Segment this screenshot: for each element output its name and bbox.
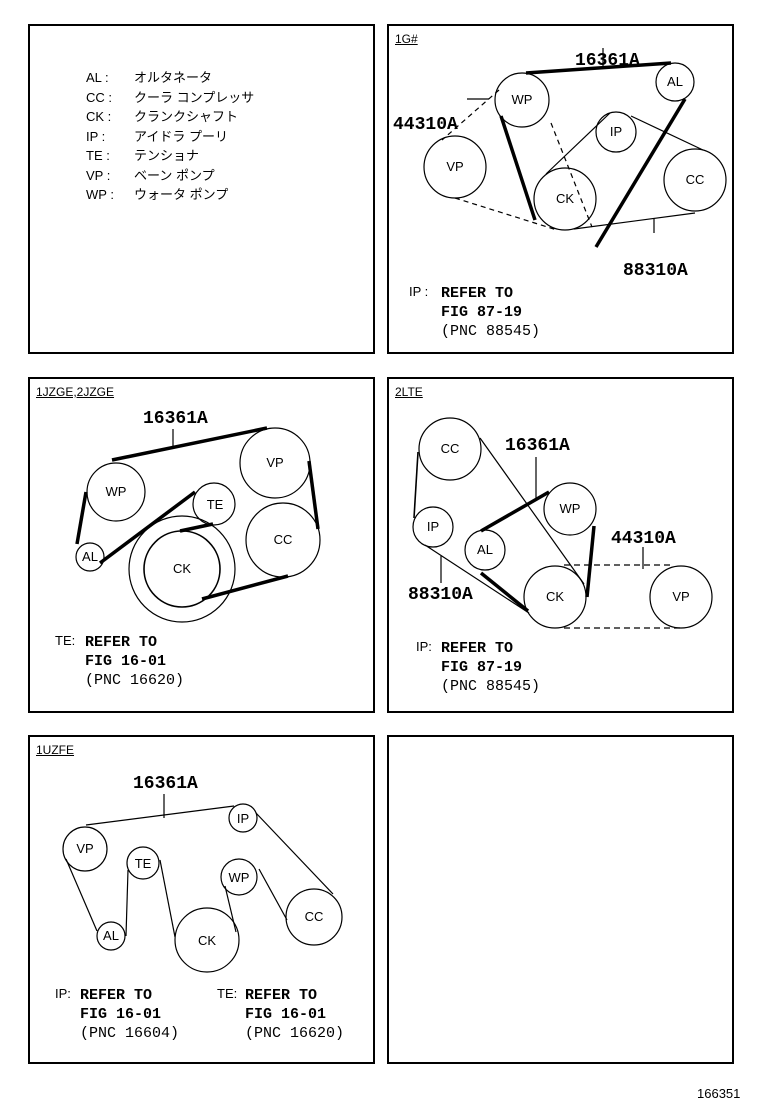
pulley-label-wp: WP xyxy=(512,92,533,107)
pulley-label-te: TE xyxy=(135,856,152,871)
note-line: FIG 16-01 xyxy=(85,653,166,670)
legend-item: CC :クーラ コンプレッサ xyxy=(86,89,255,105)
pulley-label-al: AL xyxy=(82,549,98,564)
svg-text:IP:: IP: xyxy=(416,639,432,654)
legend-item: IP :アイドラ プーリ xyxy=(86,128,228,144)
note-line: FIG 16-01 xyxy=(245,1006,326,1023)
panel-1uzfe: 1UZFE VP IP TE xyxy=(28,735,375,1064)
note-line: FIG 16-01 xyxy=(80,1006,161,1023)
panel-1g: 1G# xyxy=(387,24,734,354)
note-line: (PNC 16620) xyxy=(245,1025,344,1042)
note-line: FIG 87-19 xyxy=(441,304,522,321)
pulley-label-ip: IP xyxy=(427,519,439,534)
note-line: REFER TO xyxy=(441,640,513,657)
legend-item: CK :クランクシャフト xyxy=(86,109,239,124)
pulley-label-vp: VP xyxy=(266,455,283,470)
pulley-label-wp: WP xyxy=(106,484,127,499)
pulley-label-vp: VP xyxy=(446,159,463,174)
part-number-belt: 16361A xyxy=(505,436,570,456)
note-line: (PNC 88545) xyxy=(441,678,540,695)
note-line: REFER TO xyxy=(245,987,317,1004)
panel-title: 1UZFE xyxy=(36,743,75,757)
empty-panel xyxy=(387,735,734,1064)
legend-item: TE :テンショナ xyxy=(86,148,200,163)
pulley-label-vp: VP xyxy=(76,841,93,856)
note-line: REFER TO xyxy=(80,987,152,1004)
svg-text:TE:: TE: xyxy=(55,633,75,648)
pulley-label-al: AL xyxy=(103,928,119,943)
part-number-ip-belt: 88310A xyxy=(408,585,473,605)
panel-title: 2LTE xyxy=(395,385,423,399)
legend-list: AL :オルタネータ CC :クーラ コンプレッサ CK :クランクシャフト I… xyxy=(86,68,254,205)
belt-diagram-1jzge: WP VP TE AL CK CC 16361A TE: REFER TO FI… xyxy=(55,409,321,689)
pulley-label-cc: CC xyxy=(441,441,460,456)
panel-1jzge-2jzge: 1JZGE,2JZGE WP VP TE xyxy=(28,377,375,713)
pulley-label-cc: CC xyxy=(274,532,293,547)
part-number-vp-belt: 44310A xyxy=(393,115,458,135)
pulley-label-ip: IP xyxy=(610,124,622,139)
panel-title: 1G# xyxy=(395,32,418,46)
belt-diagram-2lte: CC WP IP AL CK VP 16361A 44310A 88310A I… xyxy=(408,417,713,695)
belt-diagram-1uzfe: VP IP TE WP AL CK CC 16361A IP: REFER TO… xyxy=(55,774,344,1042)
pulley-label-ck: CK xyxy=(546,589,564,604)
note-line: REFER TO xyxy=(85,634,157,651)
pulley-label-ck: CK xyxy=(556,191,574,206)
svg-text:IP :: IP : xyxy=(409,284,428,299)
note-line: (PNC 88545) xyxy=(441,323,540,340)
svg-text:TE:: TE: xyxy=(217,986,237,1001)
pulley-label-ck: CK xyxy=(173,561,191,576)
pulley-label-cc: CC xyxy=(305,909,324,924)
pulley-label-vp: VP xyxy=(672,589,689,604)
pulley-label-ip: IP xyxy=(237,811,249,826)
part-number-belt: 16361A xyxy=(143,409,208,429)
legend-panel: AL :オルタネータ CC :クーラ コンプレッサ CK :クランクシャフト I… xyxy=(28,24,375,354)
figure-number: 166351 xyxy=(697,1086,741,1101)
panel-title: 1JZGE,2JZGE xyxy=(36,385,115,399)
note-line: (PNC 16604) xyxy=(80,1025,179,1042)
part-number-belt: 16361A xyxy=(133,774,198,794)
pulley-label-te: TE xyxy=(207,497,224,512)
belt-diagram-1g: WP AL IP VP CK CC 16361A 44310A 88310A I… xyxy=(393,48,727,340)
svg-text:IP:: IP: xyxy=(55,986,71,1001)
pulley-label-al: AL xyxy=(667,74,683,89)
pulley-label-wp: WP xyxy=(560,501,581,516)
part-number-cc-belt: 88310A xyxy=(623,261,688,281)
legend-item: VP :ベーン ポンプ xyxy=(86,167,215,183)
pulley-label-cc: CC xyxy=(686,172,705,187)
panel-2lte: 2LTE CC xyxy=(387,377,734,713)
part-number-belt: 16361A xyxy=(575,51,640,71)
part-number-vp-belt: 44310A xyxy=(611,529,676,549)
legend-item: WP :ウォータ ポンプ xyxy=(86,187,229,202)
note-line: REFER TO xyxy=(441,285,513,302)
pulley-label-ck: CK xyxy=(198,933,216,948)
legend-item: AL :オルタネータ xyxy=(86,70,213,85)
note-line: (PNC 16620) xyxy=(85,672,184,689)
pulley-label-al: AL xyxy=(477,542,493,557)
note-line: FIG 87-19 xyxy=(441,659,522,676)
pulley-label-wp: WP xyxy=(229,870,250,885)
